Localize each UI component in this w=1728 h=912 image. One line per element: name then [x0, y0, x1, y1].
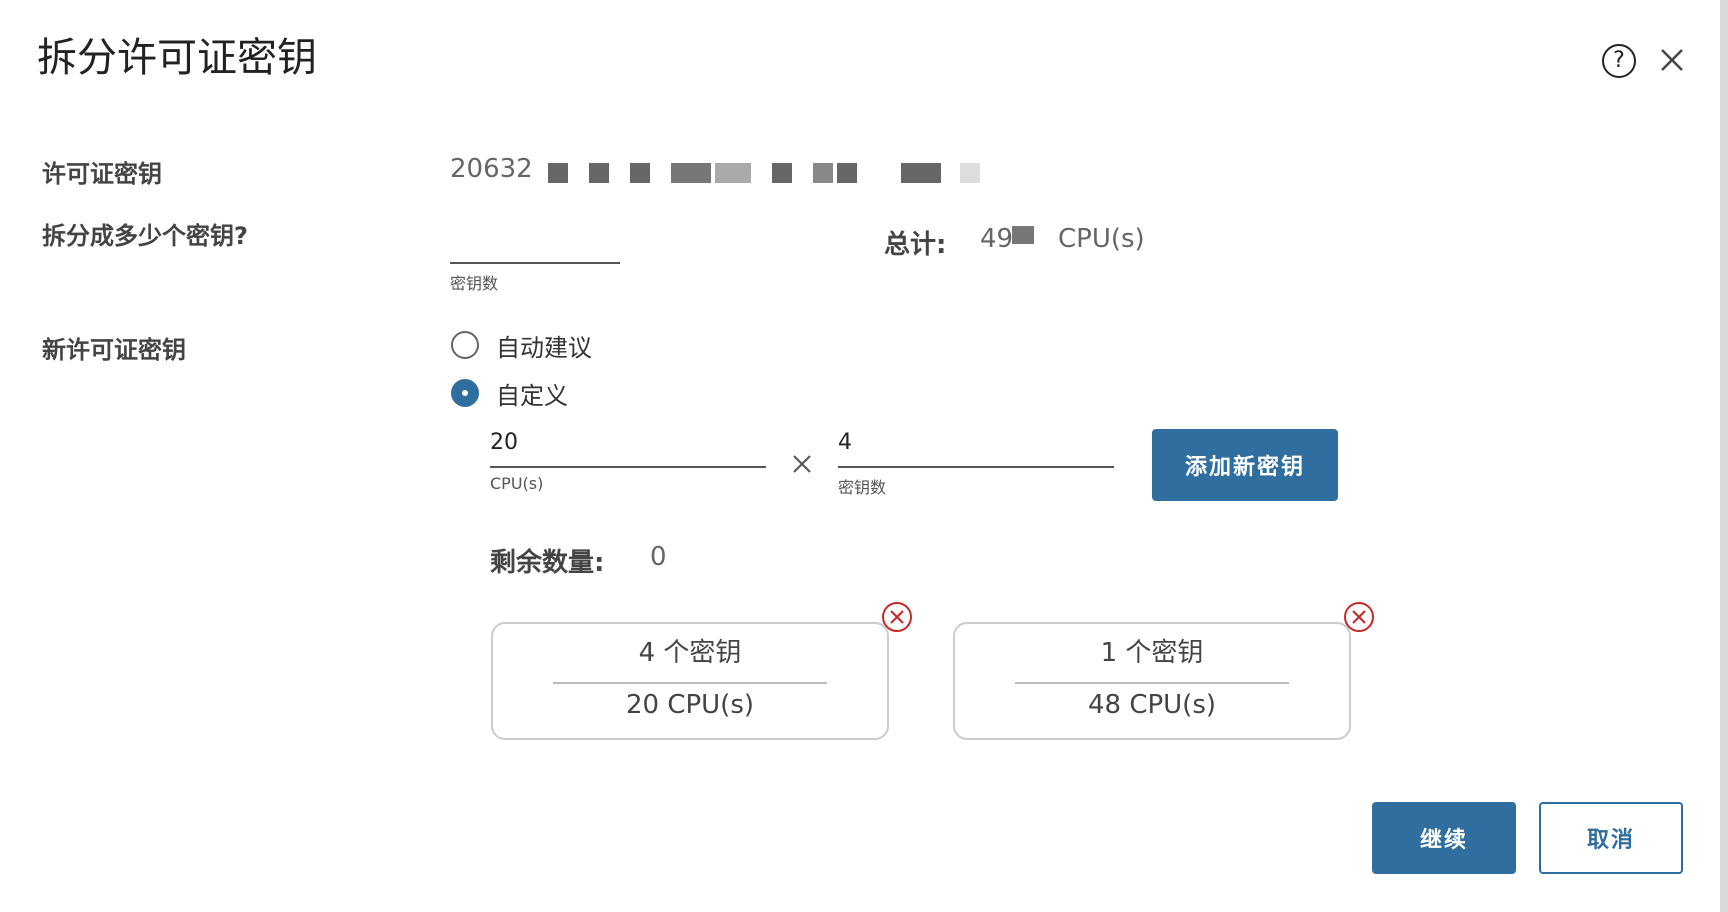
help-icon[interactable]: ?: [1602, 44, 1636, 78]
cpu-helper: CPU(s): [490, 474, 544, 493]
remove-circle-icon[interactable]: [1343, 601, 1375, 633]
cancel-button[interactable]: 取消: [1539, 802, 1683, 874]
key-group-count: 4 个密钥: [638, 638, 742, 668]
key-group-card: 4 个密钥 20 CPU(s): [491, 622, 889, 740]
remove-circle-icon[interactable]: [881, 601, 913, 633]
dialog-title: 拆分许可证密钥: [37, 35, 317, 81]
window-edge: [1720, 0, 1728, 912]
card-divider: [553, 682, 827, 684]
continue-button[interactable]: 继续: [1372, 802, 1516, 874]
total-value: 49: [980, 224, 1014, 254]
radio-auto-suggest[interactable]: [451, 331, 479, 359]
split-count-input[interactable]: [450, 222, 620, 264]
radio-custom[interactable]: [451, 379, 479, 407]
card-divider: [1015, 682, 1289, 684]
key-group-card: 1 个密钥 48 CPU(s): [953, 622, 1351, 740]
key-group-count: 1 个密钥: [1100, 638, 1204, 668]
radio-auto-suggest-label: 自动建议: [496, 334, 592, 362]
add-key-button[interactable]: 添加新密钥: [1152, 429, 1338, 501]
key-group-cpu: 48 CPU(s): [1087, 690, 1217, 720]
split-count-label: 拆分成多少个密钥?: [42, 222, 248, 250]
close-icon[interactable]: [1652, 40, 1692, 80]
license-key-value: 20632: [450, 154, 533, 184]
new-keys-label: 新许可证密钥: [42, 336, 186, 364]
total-mask: [1012, 226, 1034, 244]
remaining-value: 0: [650, 542, 667, 572]
license-key-mask: [548, 162, 984, 184]
cpu-input[interactable]: [490, 424, 766, 468]
key-count-helper: 密钥数: [838, 478, 887, 497]
key-group-cpu: 20 CPU(s): [625, 690, 755, 720]
license-key-label: 许可证密钥: [42, 160, 162, 188]
total-unit: CPU(s): [1058, 224, 1145, 254]
split-count-helper: 密钥数: [450, 274, 499, 293]
remaining-label: 剩余数量:: [490, 548, 605, 578]
radio-custom-label: 自定义: [496, 382, 568, 410]
key-count-input[interactable]: [838, 424, 1114, 468]
times-icon: [793, 455, 811, 473]
total-label: 总计:: [884, 230, 947, 260]
